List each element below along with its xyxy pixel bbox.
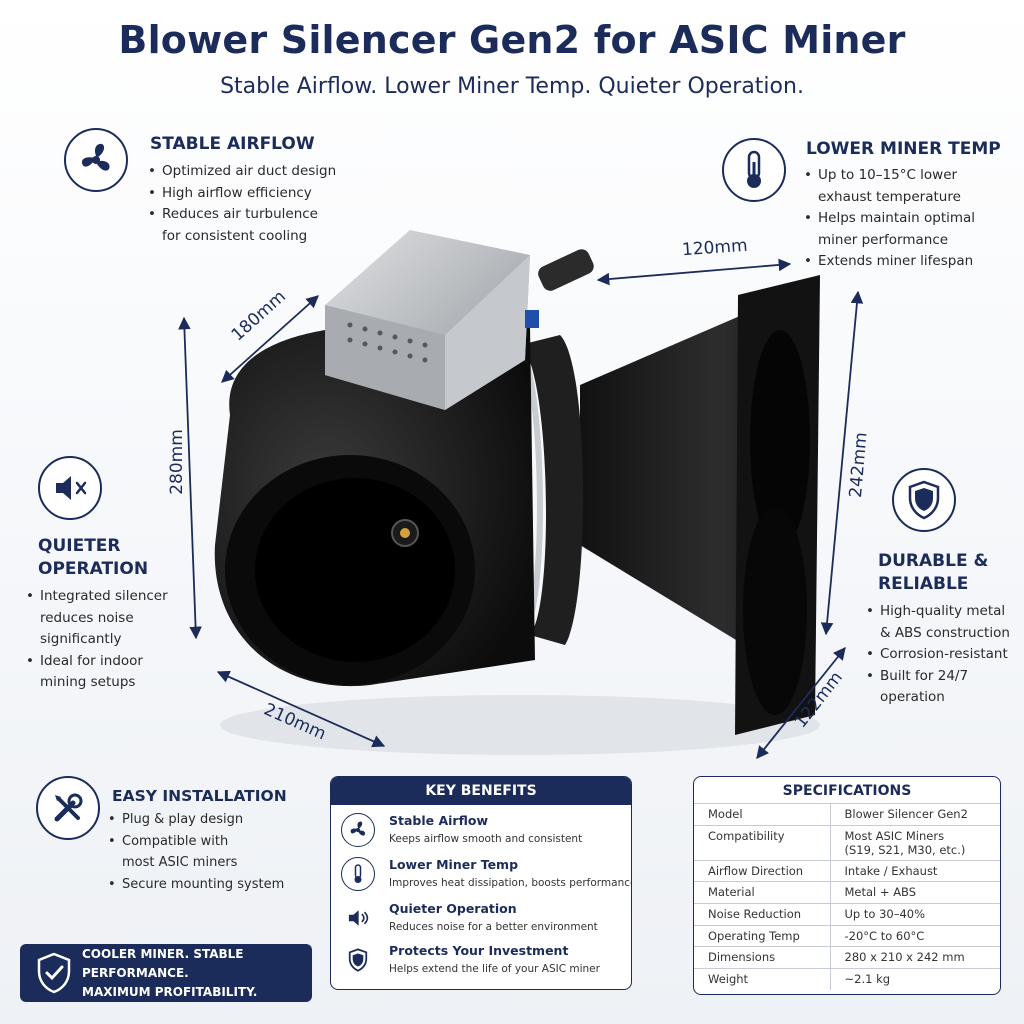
spec-key: Model — [694, 803, 831, 826]
benefit-title: Lower Miner Temp — [389, 857, 519, 872]
easy-install-title: EASY INSTALLATION — [112, 787, 287, 805]
bullet: Reduces air turbulence — [148, 204, 336, 226]
spec-value: 280 x 210 x 242 mm — [830, 946, 1000, 969]
spec-key: Dimensions — [694, 946, 831, 969]
banner-line1: COOLER MINER. STABLE PERFORMANCE. — [82, 946, 244, 980]
bullet-continuation: for consistent cooling — [162, 227, 308, 244]
spec-key: Material — [694, 881, 831, 904]
table-row: Operating Temp-20°C to 60°C — [694, 924, 1000, 947]
spec-key: Weight — [694, 968, 831, 991]
bullet: Integrated silencer — [26, 586, 168, 608]
spec-value: ~2.1 kg — [830, 968, 1000, 991]
wrench-screwdriver-icon — [36, 776, 100, 840]
bullet: Secure mounting system — [108, 874, 284, 896]
easy-install-bullets: Plug & play design Compatible with most … — [108, 809, 284, 895]
durable-title-line2: RELIABLE — [878, 574, 969, 594]
bullet: Plug & play design — [108, 809, 284, 831]
page-subtitle: Stable Airflow. Lower Miner Temp. Quiete… — [220, 74, 804, 99]
fan-icon — [64, 128, 128, 192]
shield-check-icon — [34, 951, 74, 995]
spec-value: Metal + ABS — [830, 881, 1000, 904]
key-benefits-heading: KEY BENEFITS — [331, 777, 631, 805]
durable-title-line1: DURABLE & — [878, 551, 989, 571]
bullet: High-quality metal — [866, 601, 1010, 623]
lower-temp-title: LOWER MINER TEMP — [806, 139, 1001, 159]
benefit-title: Protects Your Investment — [389, 943, 569, 958]
lower-temp-bullets: Up to 10–15°C lower exhaust temperature … — [804, 165, 975, 273]
benefit-item: Stable Airflow Keeps airflow smooth and … — [341, 813, 631, 857]
spec-value: (S19, S21, M30, etc.) — [844, 842, 966, 857]
quieter-title-line2: OPERATION — [38, 559, 149, 579]
benefit-desc: Improves heat dissipation, boosts perfor… — [389, 877, 632, 889]
bullet-continuation: mining setups — [40, 674, 136, 690]
spec-value: Blower Silencer Gen2 — [830, 803, 1000, 826]
spec-value: Most ASIC Miners — [844, 828, 945, 843]
spec-value: Up to 30–40% — [830, 903, 1000, 926]
banner-line2: MAXIMUM PROFITABILITY. — [82, 984, 258, 999]
spec-key: Airflow Direction — [694, 859, 831, 882]
bullet-continuation: reduces noise — [40, 609, 134, 626]
benefit-title: Stable Airflow — [389, 813, 488, 828]
speaker-mute-icon — [38, 456, 102, 520]
spec-key: Compatibility — [694, 824, 831, 861]
thermometer-icon — [722, 138, 786, 202]
bullet-continuation: miner performance — [818, 231, 949, 248]
benefit-item: Protects Your Investment Helps extend th… — [341, 943, 631, 987]
bullet: Built for 24/7 — [866, 666, 1010, 688]
fan-icon — [341, 813, 375, 847]
table-row: Weight~2.1 kg — [694, 968, 1000, 991]
spec-value: -20°C to 60°C — [830, 924, 1000, 947]
spec-key: Operating Temp — [694, 924, 831, 947]
bullet: Extends miner lifespan — [804, 251, 975, 273]
bullet: Helps maintain optimal — [804, 208, 975, 230]
shield-icon — [892, 468, 956, 532]
thermometer-icon — [341, 857, 375, 891]
bullet: Compatible with — [108, 831, 284, 853]
bullet-continuation: & ABS construction — [880, 624, 1010, 641]
benefit-item: Quieter Operation Reduces noise for a be… — [341, 901, 631, 945]
key-benefits-panel: KEY BENEFITS Stable Airflow Keeps airflo… — [330, 776, 632, 990]
bullet: Corrosion-resistant — [866, 644, 1010, 666]
bullet-continuation: significantly — [40, 631, 122, 647]
bullet: High airflow efficiency — [148, 183, 336, 205]
bullet-continuation: operation — [880, 689, 945, 705]
spec-value-multiline: Most ASIC Miners(S19, S21, M30, etc.) — [830, 824, 1000, 861]
benefit-desc: Reduces noise for a better environment — [389, 921, 598, 933]
slogan-banner: COOLER MINER. STABLE PERFORMANCE. MAXIMU… — [20, 944, 312, 1002]
benefit-desc: Keeps airflow smooth and consistent — [389, 833, 583, 845]
page-title: Blower Silencer Gen2 for ASIC Miner — [118, 18, 906, 62]
stable-airflow-title: STABLE AIRFLOW — [150, 134, 315, 154]
speaker-mute-icon — [341, 901, 375, 935]
durable-bullets: High-quality metal & ABS construction Co… — [866, 601, 1010, 709]
bullet-continuation: exhaust temperature — [818, 188, 961, 205]
bullet: Ideal for indoor — [26, 651, 168, 673]
dimension-280: 280mm — [166, 429, 187, 495]
bullet-continuation: most ASIC miners — [122, 855, 238, 870]
stable-airflow-bullets: Optimized air duct design High airflow e… — [148, 161, 336, 247]
spec-key: Noise Reduction — [694, 903, 831, 926]
dimension-242: 242mm — [845, 431, 872, 499]
shield-icon — [341, 943, 375, 977]
quieter-bullets: Integrated silencer reduces noise signif… — [26, 586, 168, 694]
benefit-title: Quieter Operation — [389, 901, 517, 916]
specifications-heading: SPECIFICATIONS — [782, 783, 912, 799]
bullet: Optimized air duct design — [148, 161, 336, 183]
bullet: Up to 10–15°C lower — [804, 165, 975, 187]
benefit-item: Lower Miner Temp Improves heat dissipati… — [341, 857, 631, 901]
quieter-title-line1: QUIETER — [38, 536, 121, 556]
benefit-desc: Helps extend the life of your ASIC miner — [389, 963, 600, 975]
spec-value: Intake / Exhaust — [830, 859, 1000, 882]
